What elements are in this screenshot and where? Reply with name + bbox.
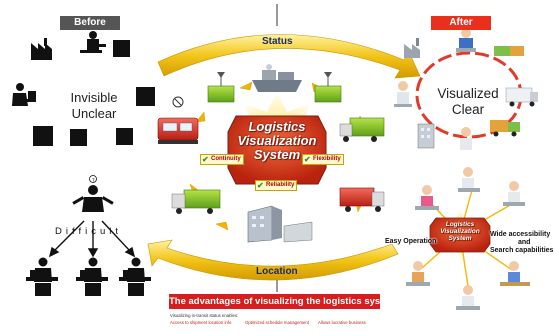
core-title-line1: Logistics [248, 119, 306, 134]
after-tag: After [431, 16, 491, 30]
truck-red-icon [339, 187, 385, 212]
advantages-banner: The advantages of visualizing the logist… [169, 294, 380, 309]
check-icon: ✔ [202, 155, 209, 164]
bottom-workers [26, 257, 151, 296]
operator-icon [406, 261, 430, 286]
block-icon [136, 87, 155, 106]
badge-continuity: ✔Continuity [200, 154, 244, 165]
train-icon [157, 96, 199, 144]
before-state-line1: Invisible [70, 90, 118, 105]
factory-icon [31, 38, 52, 60]
mini-core-line3: System [448, 235, 472, 242]
before-scattered-blocks [33, 40, 155, 146]
check-icon: ✔ [304, 155, 311, 164]
badge-reliability-label: Reliability [266, 182, 295, 188]
mini-core-badge [429, 217, 491, 253]
status-arrow-label: Status [262, 36, 293, 47]
benefits-caption: Visualizing in-transit status enables: [170, 313, 239, 318]
easy-operation-label: Easy Operation [385, 238, 437, 245]
delegation-arrows [48, 220, 136, 258]
operator-icon [415, 185, 439, 210]
accessibility-line1: Wide accessibility [490, 231, 551, 238]
worker-phone-icon [460, 127, 472, 150]
core-title-line3: System [253, 147, 301, 162]
badge-reliability: ✔Reliability [255, 180, 298, 191]
van-icon [505, 87, 538, 107]
person-icon [394, 81, 412, 107]
mini-core-line1: Logistics [445, 221, 475, 228]
after-state-line2: Clear [451, 102, 485, 117]
container-left [207, 72, 235, 103]
after-ring-icons [394, 28, 538, 150]
block-icon [33, 126, 53, 146]
benefit-item: Optimized schedule management [245, 320, 310, 325]
mini-core-line2: Visualization [440, 228, 480, 235]
container-right [314, 72, 342, 103]
benefit-item: Access to shipment location info [170, 320, 232, 325]
core-title-line2: Visualization [237, 133, 317, 148]
badge-flexibility: ✔Flexibility [302, 154, 344, 165]
crate-icon [494, 46, 524, 56]
block-icon [70, 129, 87, 146]
worker-laptop-icon [12, 83, 36, 106]
badge-continuity-label: Continuity [211, 156, 241, 162]
check-icon: ✔ [257, 181, 264, 190]
difficulty-label: Difficult [55, 226, 122, 237]
operator-icon [456, 285, 480, 310]
operators [406, 167, 530, 310]
warehouse-building-icon [247, 205, 313, 243]
truck-green-left-icon [171, 189, 221, 214]
block-icon [113, 40, 130, 57]
manager-figure: ? [72, 175, 114, 212]
block-icon [116, 128, 133, 145]
factory-color-icon [404, 38, 420, 58]
badge-flexibility-label: Flexibility [313, 156, 341, 162]
person-laptop-icon [456, 28, 476, 52]
location-arrow [147, 239, 399, 281]
accessibility-line3: Search capabilities [490, 247, 554, 254]
truck-green-icon [339, 117, 385, 142]
accessibility-line2: and [518, 239, 531, 246]
worker-icon [76, 257, 108, 296]
forklift-icon [490, 120, 520, 137]
before-state-line2: Unclear [71, 106, 117, 121]
worker-icon [26, 257, 58, 296]
before-tag: Before [60, 16, 120, 30]
office-building-icon [417, 123, 435, 149]
operator-icon [503, 181, 525, 206]
after-state-line1: Visualized [437, 86, 499, 101]
operator-icon [458, 167, 480, 192]
location-arrow-label: Location [256, 266, 298, 277]
worker-icon [119, 257, 151, 296]
ship-icon [252, 64, 302, 92]
operator-icon [500, 261, 530, 286]
status-arrow [157, 34, 421, 79]
benefit-item: Allows lucrative business [318, 320, 366, 325]
svg-text:?: ? [92, 178, 95, 184]
worker-desk-icon [80, 31, 106, 53]
core-badge [227, 115, 327, 185]
